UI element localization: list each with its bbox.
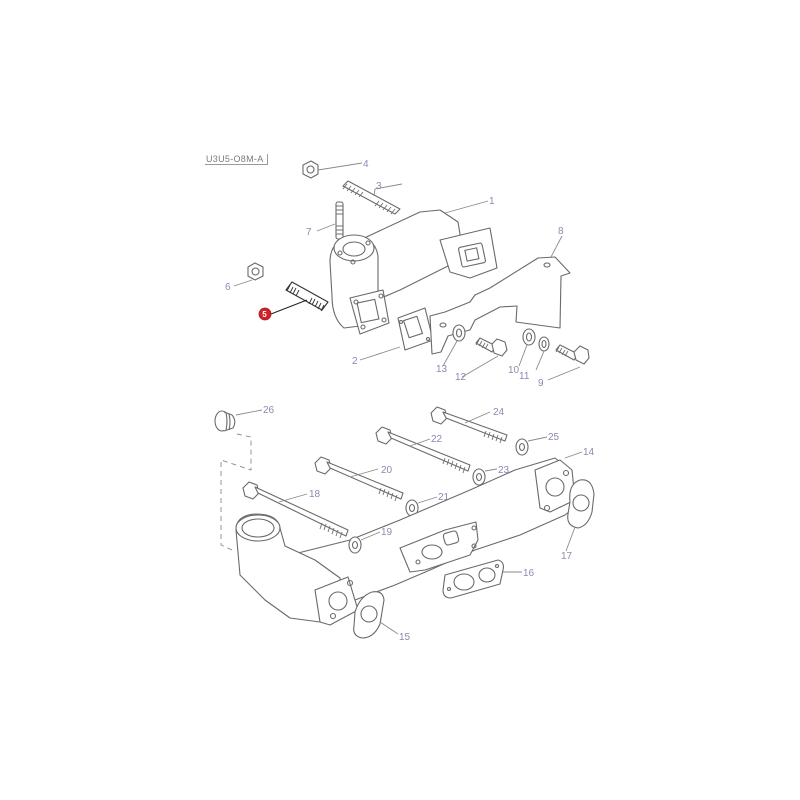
label-14: 14 (583, 447, 595, 458)
part-7-short-stud[interactable]: 7 (306, 201, 344, 240)
part-24-bolt[interactable]: 24 (430, 406, 508, 444)
part-25-lock-washer[interactable]: 25 (515, 432, 560, 456)
part-5-stud[interactable]: 5 (258, 281, 329, 321)
part-1-upper-manifold[interactable]: 1 (329, 196, 498, 335)
label-19: 19 (381, 527, 393, 538)
part-17-gasket[interactable]: 17 (561, 479, 595, 562)
part-20-bolt[interactable]: 20 (314, 456, 404, 502)
part-4-nut[interactable]: 4 (302, 159, 369, 179)
part-22-bolt[interactable]: 22 (375, 426, 471, 474)
label-26: 26 (263, 405, 275, 416)
label-1: 1 (489, 196, 495, 207)
label-13: 13 (436, 364, 448, 375)
part-26-plug[interactable]: 26 (214, 405, 275, 432)
part-18-bolt[interactable]: 18 (242, 481, 349, 539)
label-8: 8 (558, 226, 564, 237)
label-22: 22 (431, 434, 443, 445)
label-25: 25 (548, 432, 560, 443)
part-11-lock-washer[interactable]: 11 (519, 336, 550, 382)
label-12: 12 (455, 372, 467, 383)
part-23-lock-washer[interactable]: 23 (472, 465, 510, 486)
diagram-reference-code: U3U5-O8M-A (205, 154, 268, 165)
label-2: 2 (352, 356, 358, 367)
alignment-dashed-line (220, 433, 252, 551)
label-20: 20 (381, 465, 393, 476)
part-10-washer[interactable]: 10 (508, 328, 536, 376)
label-3: 3 (376, 181, 382, 192)
label-5: 5 (262, 310, 267, 319)
label-16: 16 (523, 568, 535, 579)
label-17: 17 (561, 551, 573, 562)
part-15-gasket[interactable]: 15 (353, 591, 411, 643)
label-4: 4 (363, 159, 369, 170)
label-6: 6 (225, 282, 231, 293)
label-15: 15 (399, 632, 411, 643)
part-9-bolt[interactable]: 9 (538, 344, 590, 389)
label-11: 11 (519, 371, 530, 382)
part-3-long-stud[interactable]: 3 (342, 180, 403, 215)
label-18: 18 (309, 489, 321, 500)
label-7: 7 (306, 227, 312, 238)
label-9: 9 (538, 378, 544, 389)
part-19-lock-washer[interactable]: 19 (348, 527, 393, 554)
part-14-lower-manifold[interactable]: 14 (235, 447, 595, 626)
part-6-nut[interactable]: 6 (225, 262, 264, 293)
part-16-gasket-double[interactable]: 16 (442, 559, 535, 599)
label-10: 10 (508, 365, 520, 376)
part-12-bolt[interactable]: 12 (455, 337, 508, 383)
label-24: 24 (493, 407, 505, 418)
label-23: 23 (498, 465, 510, 476)
part-13-washer[interactable]: 13 (436, 324, 466, 375)
highlight-badge-5[interactable] (258, 307, 272, 321)
label-21: 21 (438, 492, 450, 503)
